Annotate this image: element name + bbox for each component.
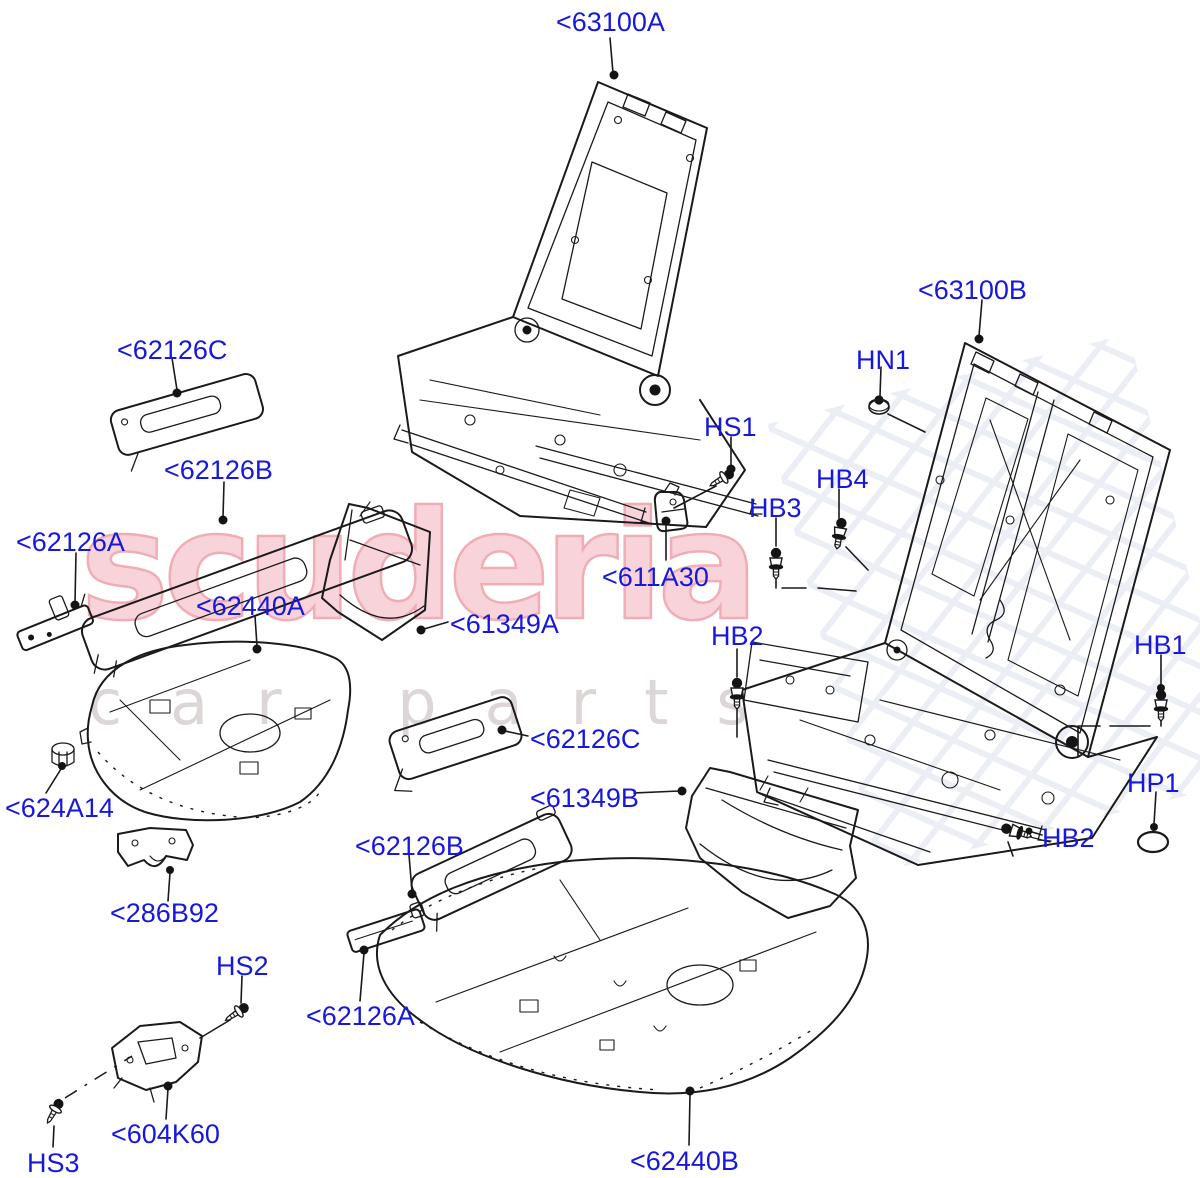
- leader-61349A: [423, 621, 449, 630]
- leader-63100A: [609, 37, 614, 74]
- part-62440B-seat-pan: [375, 857, 869, 1095]
- part-611A30-bracket: [653, 482, 689, 533]
- part-62126B-lower: [410, 804, 573, 932]
- part-label-604K60[interactable]: <604K60: [111, 1119, 220, 1149]
- part-label-63100B[interactable]: <63100B: [918, 275, 1027, 305]
- seat-frame-assembly-63100A: [393, 81, 763, 528]
- screw-icon-hs3: [41, 1095, 68, 1127]
- part-label-HB4[interactable]: HB4: [816, 464, 869, 494]
- leader-61349B: [633, 790, 680, 794]
- grommet-icon-hp1: [1136, 830, 1170, 854]
- leader-hs1: [673, 436, 732, 509]
- leader-62126C-lower: [504, 730, 529, 737]
- leader-62126B-lower: [408, 854, 413, 892]
- leader-62126C-upper: [171, 357, 178, 391]
- part-604K60-bracket: [111, 1021, 203, 1103]
- leader-62126A-lower: [359, 952, 365, 1002]
- leader-62440A: [254, 615, 258, 647]
- part-286B92-bracket: [117, 827, 194, 867]
- part-label-HB1[interactable]: HB1: [1134, 630, 1187, 660]
- part-62126A-upper: [16, 593, 94, 652]
- leader-lines: [45, 37, 1165, 1148]
- part-label-624A14[interactable]: <624A14: [5, 793, 114, 823]
- watermark-scuderia: scuderia: [79, 480, 760, 654]
- leader-hp1: [1153, 791, 1157, 825]
- leader-286B92: [167, 872, 171, 902]
- bolt-icon-hb2-upper: [729, 677, 745, 710]
- part-label-62440A[interactable]: <62440A: [196, 591, 305, 621]
- part-61349B-panel: [685, 767, 859, 919]
- part-label-61349A[interactable]: <61349A: [450, 609, 559, 639]
- part-label-62126B-upper[interactable]: <62126B: [164, 455, 273, 485]
- leader-604K60: [165, 1088, 169, 1120]
- leader-hb3-dash: [781, 587, 857, 592]
- part-label-62126A-lower[interactable]: <62126A: [306, 1001, 415, 1031]
- part-label-HB2-lower[interactable]: HB2: [1042, 823, 1095, 853]
- bolt-icon-hb3: [768, 547, 784, 580]
- part-label-62126C-lower[interactable]: <62126C: [530, 724, 641, 754]
- part-label-HB2-upper[interactable]: HB2: [711, 621, 764, 651]
- part-label-HN1[interactable]: HN1: [856, 345, 911, 375]
- leader-hs2: [199, 975, 243, 1039]
- leader-hs3-dash: [64, 1055, 133, 1099]
- leader-62440B: [688, 1093, 691, 1146]
- leader-624A14: [45, 768, 62, 794]
- part-label-HS1[interactable]: HS1: [704, 412, 757, 442]
- part-label-286B92[interactable]: <286B92: [110, 898, 219, 928]
- leader-62126B-upper: [222, 481, 225, 518]
- part-label-HS3[interactable]: HS3: [27, 1148, 80, 1178]
- part-label-62126A-upper[interactable]: <62126A: [16, 527, 125, 557]
- part-label-HS2[interactable]: HS2: [216, 951, 269, 981]
- leader-63100B: [978, 299, 983, 337]
- leader-hb2-lower: [1007, 831, 1043, 857]
- leader-hb4: [838, 488, 869, 571]
- checkered-flag-watermark: [767, 333, 1200, 873]
- part-label-62440B[interactable]: <62440B: [630, 1146, 739, 1176]
- part-label-62126B-lower[interactable]: <62126B: [355, 831, 464, 861]
- part-62440A-seat-pan: [79, 640, 352, 822]
- part-62126C-lower: [388, 696, 523, 792]
- part-label-HB3[interactable]: HB3: [749, 493, 802, 523]
- part-label-HP1[interactable]: HP1: [1127, 768, 1180, 798]
- leader-hb1: [1077, 654, 1162, 758]
- leader-hn1: [879, 366, 926, 433]
- part-label-611A30[interactable]: <611A30: [602, 562, 709, 592]
- part-label-61349B[interactable]: <61349B: [530, 783, 639, 813]
- part-62126B-upper: [80, 505, 414, 678]
- part-label-62126C-upper[interactable]: <62126C: [117, 335, 228, 365]
- part-61349A-panel: [321, 501, 431, 641]
- part-label-63100A[interactable]: <63100A: [556, 7, 665, 37]
- leader-62126A-upper: [74, 552, 77, 603]
- leader-hs3: [52, 1125, 55, 1148]
